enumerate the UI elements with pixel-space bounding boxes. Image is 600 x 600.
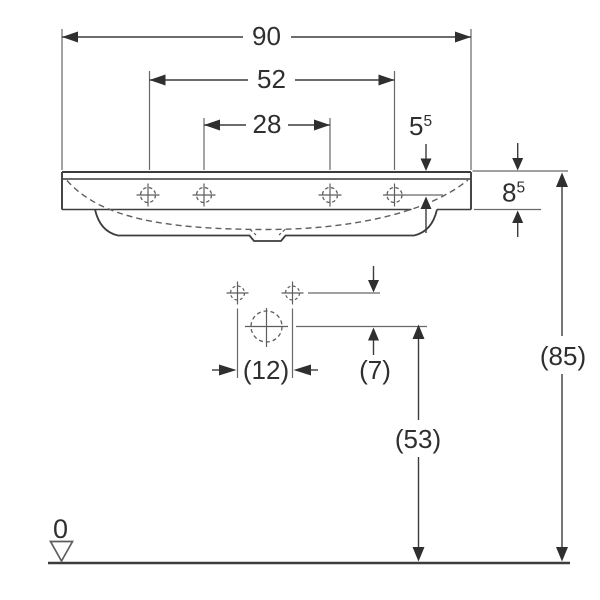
taphole-icons	[136, 183, 406, 207]
datum-zero-label: 0	[53, 514, 68, 544]
taphole-crosshair-icon	[318, 183, 342, 207]
arrow-up-icon	[512, 210, 524, 223]
arrow-left-icon	[62, 31, 78, 43]
datum-triangle-icon	[49, 540, 74, 563]
dim-label-85: 85	[502, 178, 525, 208]
arrow-down-icon	[512, 158, 524, 171]
drain-hidden-line-right	[278, 229, 286, 236]
floor-datum: 0	[48, 514, 570, 565]
taphole-icon-1	[136, 183, 160, 207]
taphole-icon-2	[192, 183, 216, 207]
washbasin-outline	[61, 171, 472, 242]
arrow-right-icon	[314, 119, 330, 131]
taphole-crosshair-icon	[136, 183, 160, 207]
arrow-up-icon	[412, 324, 425, 339]
dim-label-52: 52	[257, 64, 286, 94]
dim-fixing-spacing: (12)	[212, 308, 318, 385]
arrow-down-icon	[412, 547, 425, 562]
fixing-hole-icons	[226, 281, 304, 305]
inner-bowl-hidden-line	[66, 179, 469, 231]
drain-outlet-crosshair-icon	[245, 308, 288, 347]
dim-tapholes-outer: 52	[148, 64, 396, 170]
arrow-right-icon	[455, 31, 471, 43]
dim-label-7: (7)	[359, 355, 391, 385]
fixing-hole-icon-2	[281, 281, 304, 305]
dim-tapholes-inner: 28	[203, 109, 331, 170]
arrow-right-icon	[378, 74, 395, 86]
arrow-right-icon	[219, 364, 237, 376]
taphole-icon-4	[383, 183, 406, 207]
arrow-up-icon	[556, 172, 568, 187]
arrow-left-icon	[149, 74, 166, 86]
dim-label-90: 90	[252, 21, 281, 51]
arrow-left-icon	[204, 119, 220, 131]
taphole-icon-3	[318, 183, 342, 207]
fixing-hole-icon-1	[226, 281, 249, 305]
dim-outlet-height: (53)	[395, 324, 441, 562]
dim-overall-width: 90	[61, 21, 472, 170]
taphole-crosshair-icon	[383, 183, 406, 207]
dim-label-12: (12)	[243, 355, 289, 385]
taphole-crosshair-icon	[192, 183, 216, 207]
fixing-hole-crosshair-icon	[226, 281, 249, 305]
dim-label-55: 55	[409, 111, 432, 141]
extension-lines-28	[203, 118, 331, 170]
arrow-left-icon	[293, 364, 311, 376]
arrow-down-icon	[420, 158, 432, 171]
dim-label-85-height: (85)	[540, 341, 586, 371]
dim-label-53: (53)	[395, 424, 441, 454]
extension-lines-52	[148, 71, 396, 170]
dim-taphole-setback: 55	[406, 111, 443, 233]
arrow-up-icon	[420, 196, 432, 209]
dim-apron-height: 85	[472, 143, 568, 237]
arrow-down-icon	[556, 547, 568, 562]
drain-hidden-line-left	[249, 229, 257, 236]
fixing-hole-crosshair-icon	[281, 281, 304, 305]
extension-lines-12	[236, 308, 294, 378]
dim-label-28: 28	[253, 109, 282, 139]
extension-lines-90	[61, 29, 472, 170]
arrow-up-icon	[368, 327, 379, 341]
dim-rim-height: (85)	[540, 172, 586, 562]
arrow-down-icon	[368, 280, 379, 293]
bowl-underside	[94, 209, 438, 242]
drain-outlet-icon	[245, 308, 288, 347]
dim-outlet-offset: (7)	[296, 266, 427, 385]
